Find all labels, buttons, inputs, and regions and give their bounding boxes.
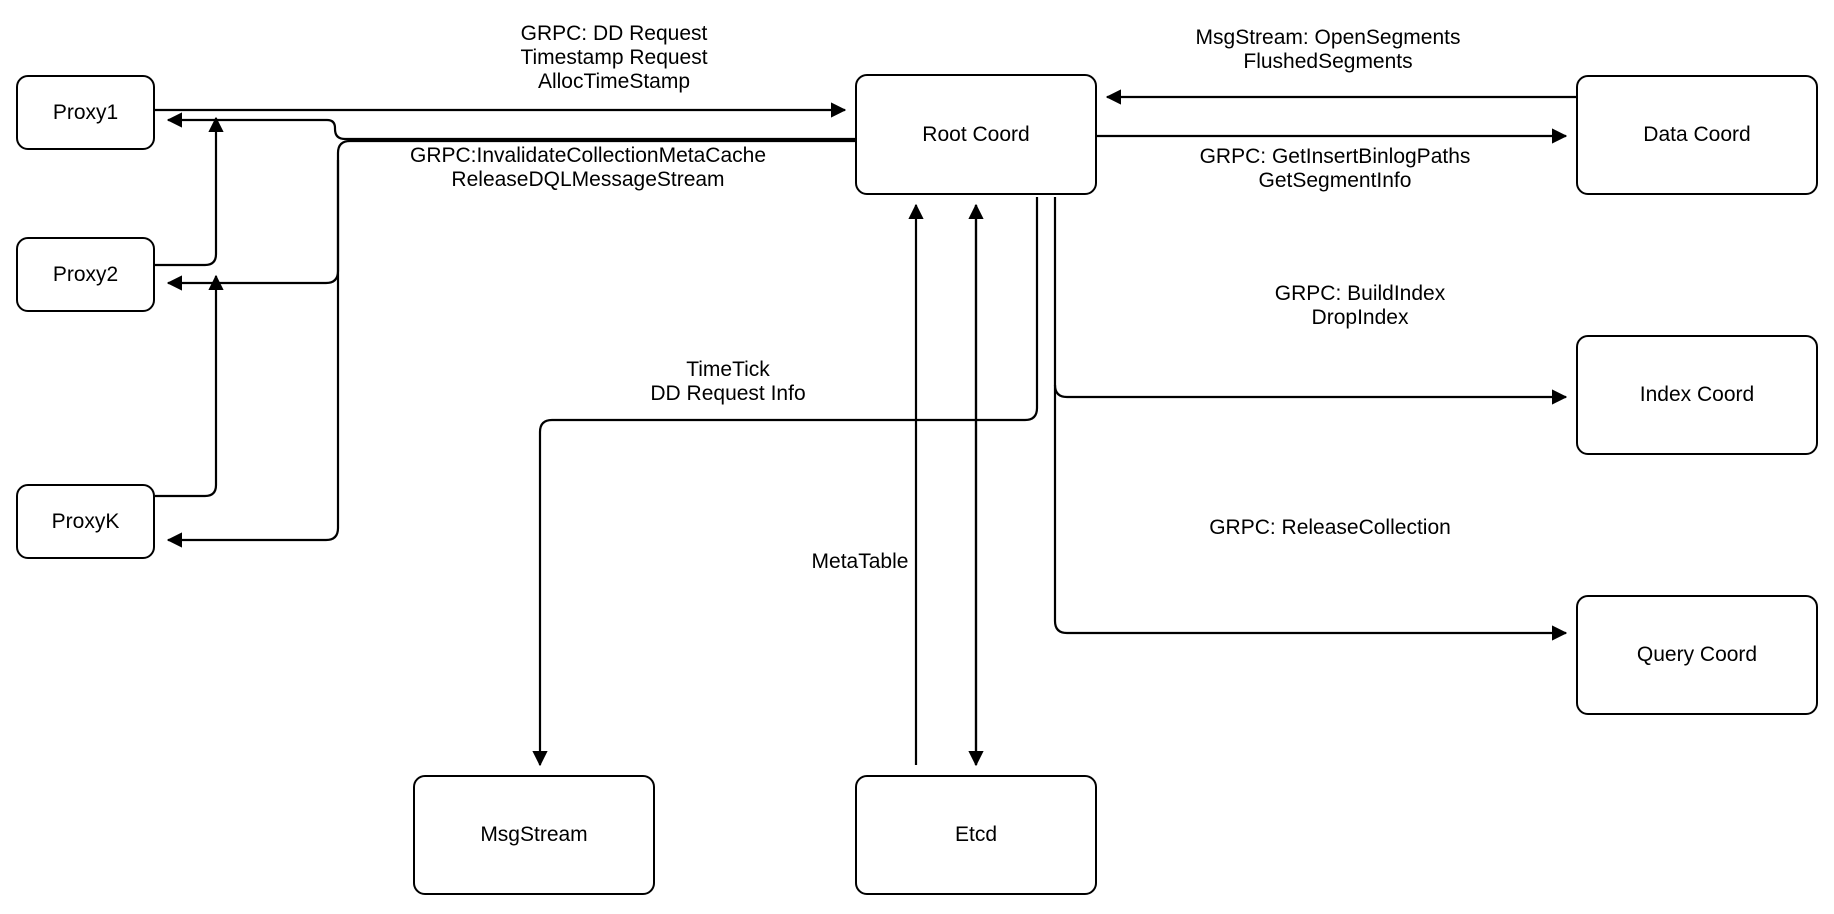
edge-rootcoord-to-indexcoord — [1053, 197, 1568, 405]
edge-rootcoord-to-proxyk — [166, 160, 340, 548]
node-proxyk-label: ProxyK — [51, 509, 120, 533]
node-proxy1-label: Proxy1 — [52, 100, 119, 124]
node-root-coord-label: Root Coord — [922, 122, 1030, 146]
node-etcd[interactable]: Etcd — [855, 775, 1097, 895]
edge-proxyk-to-trunk — [155, 274, 224, 498]
node-data-coord-label: Data Coord — [1643, 123, 1751, 147]
node-proxy2[interactable]: Proxy2 — [16, 237, 155, 312]
edge-proxy2-to-trunk — [155, 116, 224, 267]
edge-rootcoord-to-proxy1 — [166, 112, 855, 141]
node-index-coord[interactable]: Index Coord — [1576, 335, 1818, 455]
node-proxyk[interactable]: ProxyK — [16, 484, 155, 559]
node-root-coord[interactable]: Root Coord — [855, 74, 1097, 195]
node-proxy1[interactable]: Proxy1 — [16, 75, 155, 150]
node-data-coord[interactable]: Data Coord — [1576, 75, 1818, 195]
node-query-coord-label: Query Coord — [1636, 643, 1758, 667]
node-index-coord-label: Index Coord — [1639, 383, 1755, 407]
edge-rootcoord-to-msgstream — [532, 197, 1039, 767]
node-msgstream-label: MsgStream — [480, 823, 588, 847]
node-query-coord[interactable]: Query Coord — [1576, 595, 1818, 715]
node-proxy2-label: Proxy2 — [52, 262, 119, 286]
node-msgstream[interactable]: MsgStream — [413, 775, 655, 895]
node-etcd-label: Etcd — [954, 823, 998, 847]
edge-rootcoord-to-proxy-trunk — [166, 139, 855, 291]
edge-rootcoord-to-querycoord — [1053, 385, 1568, 641]
